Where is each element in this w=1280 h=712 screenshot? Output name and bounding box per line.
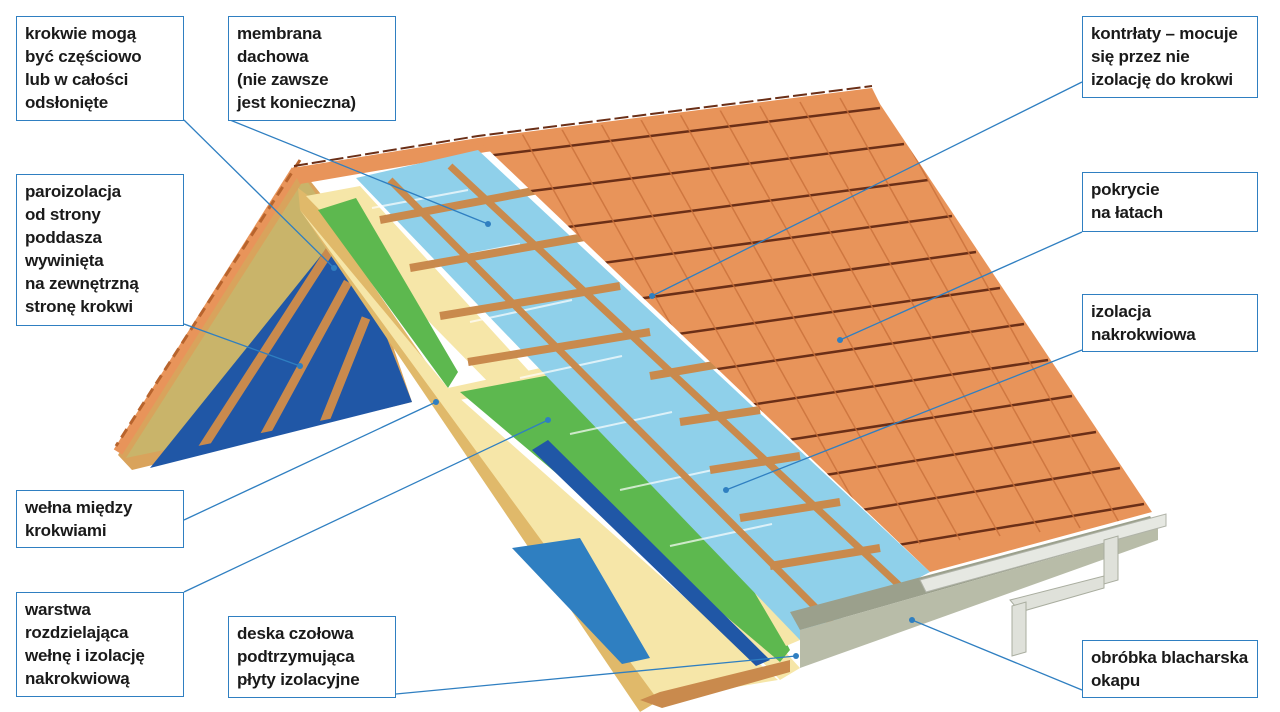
label-over-rafter-line-2: nakrokwiowa xyxy=(1091,325,1196,344)
label-counter-battens-line-2: się przez nie xyxy=(1091,47,1190,66)
leader-wool-between xyxy=(183,401,437,521)
downpipe xyxy=(1103,535,1119,585)
leader-over-rafter xyxy=(725,349,1083,491)
label-vapor-barrier-line-2: od strony xyxy=(25,205,101,224)
label-eaves-flashing-line-2: okapu xyxy=(1091,671,1141,690)
leader-covering xyxy=(839,231,1083,341)
label-separating-layer: warstwa rozdzielająca wełnę i izolację n… xyxy=(16,592,184,697)
fascia-board xyxy=(640,660,790,708)
label-wool-between: wełna między krokwiami xyxy=(16,490,184,548)
label-vapor-barrier-line-3: poddasza xyxy=(25,228,102,247)
label-eaves-flashing: obróbka blacharska okapu xyxy=(1082,640,1258,698)
leader-lines xyxy=(183,81,1083,695)
label-membrane-line-4: jest konieczna) xyxy=(237,93,356,112)
label-rafters-line-1: krokwie mogą xyxy=(25,24,136,43)
label-counter-battens-line-3: izolację do krokwi xyxy=(1091,70,1233,89)
leader-dots xyxy=(297,221,915,659)
label-rafters-line-2: być częściowo xyxy=(25,47,142,66)
leader-rafters xyxy=(183,119,335,269)
vapor-barrier-layer xyxy=(150,238,412,468)
label-membrane-line-2: dachowa xyxy=(237,47,309,66)
label-rafters-line-3: lub w całości xyxy=(25,70,129,89)
roof-membrane xyxy=(356,150,930,640)
label-vapor-barrier-line-1: paroizolacja xyxy=(25,182,121,201)
label-separating-layer-line-3: wełnę i izolację xyxy=(25,646,145,665)
label-counter-battens-line-1: kontrłaty – mocuje xyxy=(1091,24,1238,43)
gutter xyxy=(919,513,1167,593)
separating-layer xyxy=(460,358,790,662)
leader-fascia-board xyxy=(395,655,797,695)
label-eaves-flashing-line-1: obróbka blacharska xyxy=(1091,648,1249,667)
label-fascia-board: deska czołowa podtrzymująca płyty izolac… xyxy=(228,616,396,698)
label-rafters: krokwie mogą być częściowo lub w całości… xyxy=(16,16,184,121)
label-separating-layer-line-4: nakrokwiową xyxy=(25,669,130,688)
leader-eaves-flashing xyxy=(911,619,1083,691)
leader-vapor-barrier xyxy=(183,323,301,367)
label-wool-between-line-1: wełna między xyxy=(25,498,133,517)
label-vapor-barrier-line-6: stronę krokwi xyxy=(25,297,133,316)
label-membrane-line-1: membrana xyxy=(237,24,322,43)
label-membrane-line-3: (nie zawsze xyxy=(237,70,329,89)
label-over-rafter-line-1: izolacja xyxy=(1091,302,1151,321)
leader-counter-battens xyxy=(651,81,1083,297)
eaves xyxy=(790,513,1167,668)
label-vapor-barrier: paroizolacja od strony poddasza wywinięt… xyxy=(16,174,184,326)
label-rafters-line-4: odsłonięte xyxy=(25,93,109,112)
label-covering-line-2: na łatach xyxy=(1091,203,1163,222)
label-separating-layer-line-2: rozdzielająca xyxy=(25,623,129,642)
green-board-top xyxy=(318,198,458,388)
leader-membrane xyxy=(229,119,489,225)
label-vapor-barrier-line-5: na zewnętrzną xyxy=(25,274,139,293)
leader-separating-layer xyxy=(183,419,549,593)
label-covering: pokrycie na łatach xyxy=(1082,172,1258,232)
label-fascia-board-line-1: deska czołowa xyxy=(237,624,354,643)
label-over-rafter-insulation: izolacja nakrokwiowa xyxy=(1082,294,1258,352)
label-fascia-board-line-3: płyty izolacyjne xyxy=(237,670,360,689)
label-vapor-barrier-line-4: wywinięta xyxy=(25,251,104,270)
label-separating-layer-line-1: warstwa xyxy=(25,600,91,619)
label-membrane: membrana dachowa (nie zawsze jest koniec… xyxy=(228,16,396,121)
wool-between-rafters xyxy=(300,210,778,700)
label-wool-between-line-2: krokwiami xyxy=(25,521,107,540)
battens xyxy=(379,182,881,570)
vapor-layer-edge xyxy=(512,538,650,664)
label-counter-battens: kontrłaty – mocuje się przez nie izolacj… xyxy=(1082,16,1258,98)
label-covering-line-1: pokrycie xyxy=(1091,180,1160,199)
label-fascia-board-line-2: podtrzymująca xyxy=(237,647,355,666)
